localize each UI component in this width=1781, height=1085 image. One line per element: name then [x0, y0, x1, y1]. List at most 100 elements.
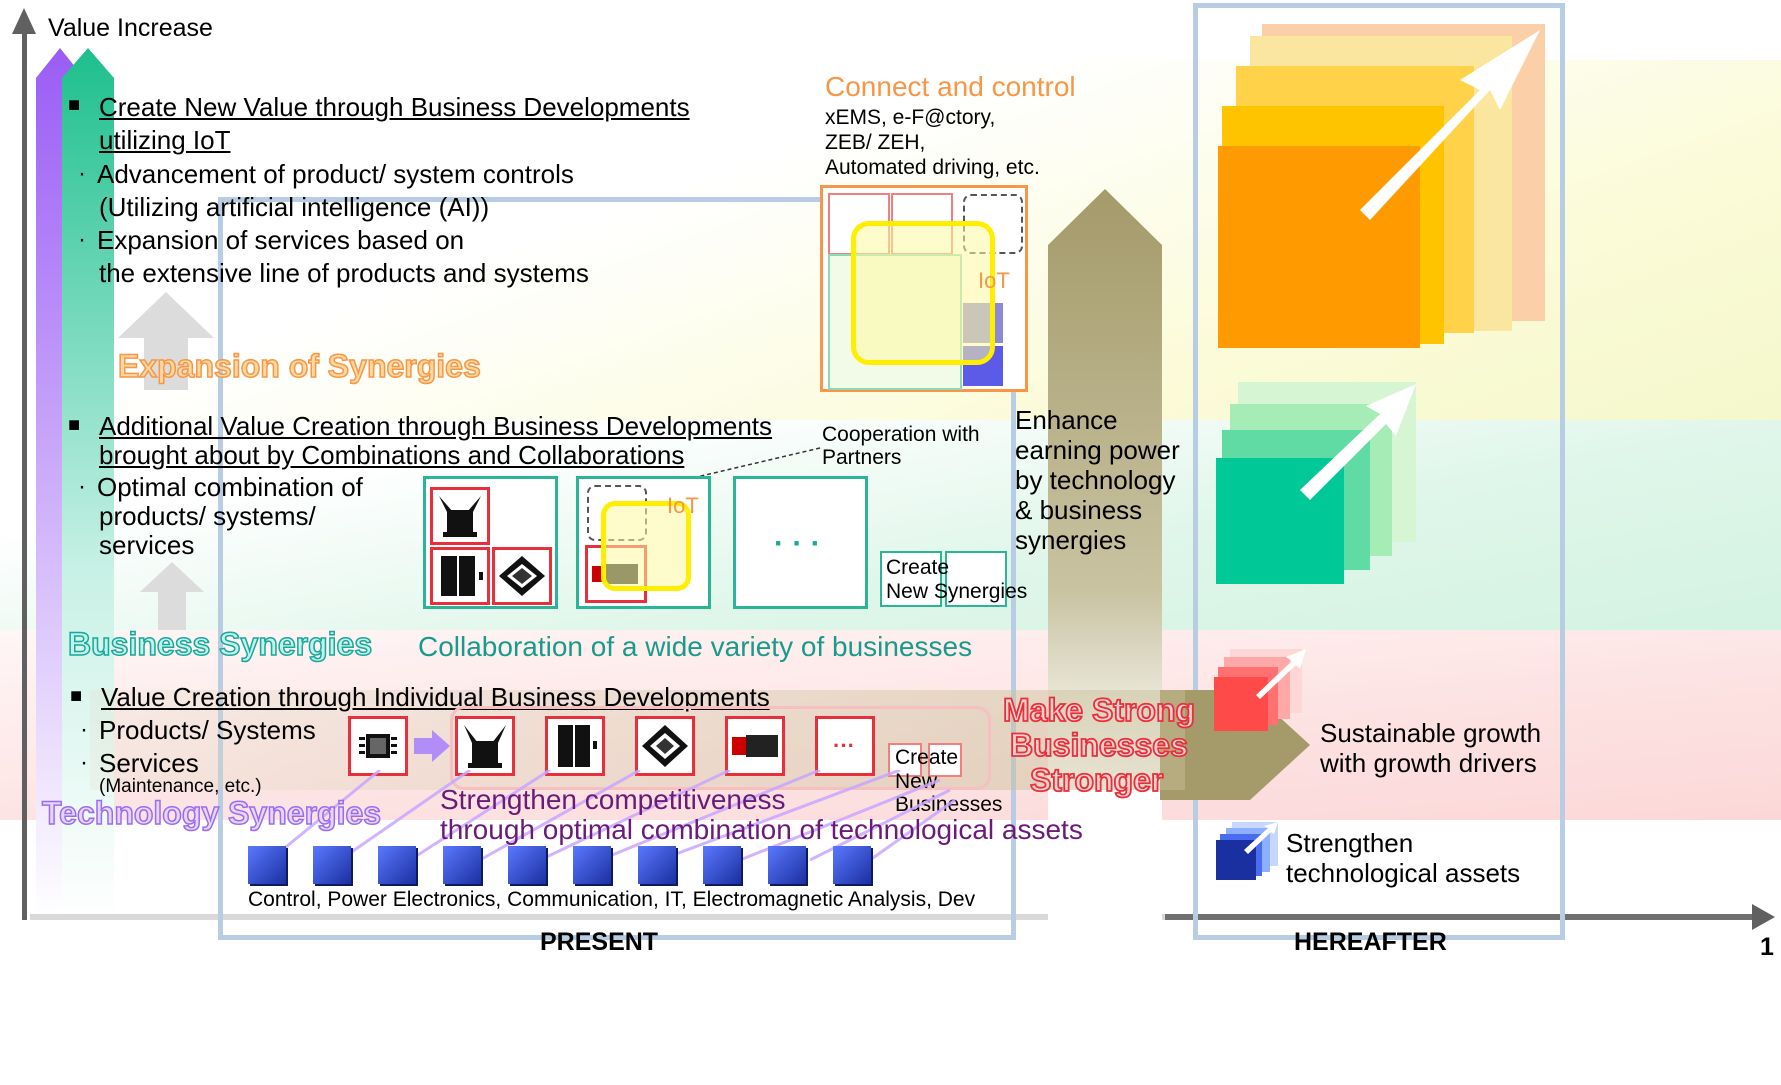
bullet-dot-icon: ·	[80, 716, 88, 743]
y-axis-label: Value Increase	[48, 14, 213, 42]
tech-asset-chip	[638, 846, 676, 884]
new-business-box	[928, 743, 962, 777]
top-heading-line1: Create New Value through Business Develo…	[99, 92, 690, 122]
create-businesses-line2: New	[895, 770, 938, 793]
semiconductor-icon	[348, 716, 408, 776]
transformer-icon	[455, 716, 515, 776]
background-band-green	[0, 420, 1781, 650]
enhance-line3: by technology	[1015, 465, 1176, 495]
create-synergies-line3: Synergies	[933, 580, 1028, 603]
new-synergies-box	[945, 551, 1007, 607]
create-synergies-line2-3: New Synergies	[886, 580, 1027, 604]
growth-stack-orange	[1218, 24, 1545, 348]
growth-line2: with growth drivers	[1320, 748, 1537, 778]
mid-bullet-line1: Optimal combination of	[97, 472, 363, 502]
collaboration-text: Collaboration of a wide variety of busin…	[418, 631, 973, 662]
tech-asset-chip	[833, 846, 871, 884]
hereafter-frame	[1193, 3, 1565, 940]
growth-line1: Sustainable growth	[1320, 718, 1542, 748]
mid-bullet-line2: products/ systems/	[99, 501, 316, 531]
present-label: PRESENT	[540, 928, 659, 956]
make-strong-line3: Stronger	[1029, 761, 1164, 799]
enhance-line2: earning power	[1015, 435, 1180, 465]
bullet-square-icon: ■	[68, 94, 81, 116]
value-arrows-vertical	[12, 8, 114, 920]
enhance-line5: synergies	[1015, 525, 1127, 555]
gray-up-arrow-large	[118, 292, 214, 390]
mid-heading-line2: brought about by Combinations and Collab…	[99, 440, 685, 470]
tech-asset-chip	[703, 846, 741, 884]
product-rail-outline	[450, 706, 991, 790]
bullet-dot-icon: ·	[78, 226, 86, 253]
connect-iot-label: IoT	[978, 268, 1010, 293]
bullet-dot-icon: ·	[78, 473, 86, 500]
top-bullet1-line2: (Utilizing artificial intelligence (AI))	[99, 192, 490, 222]
tech-asset-chip	[313, 846, 351, 884]
tech-asset-chip	[573, 846, 611, 884]
top-heading-line2: utilizing IoT	[99, 125, 231, 155]
bottom-bullet2: Services	[99, 748, 199, 778]
time-axis	[30, 904, 1775, 930]
connect-line3: Automated driving, etc.	[825, 156, 1040, 179]
connect-line1: xEMS, e-F@ctory,	[825, 106, 996, 129]
tech-asset-chip	[248, 846, 286, 884]
hereafter-label: HEREAFTER	[1294, 928, 1447, 956]
bullet-square-icon: ■	[68, 414, 81, 436]
mid-heading-line1: Additional Value Creation through Busine…	[99, 411, 773, 441]
new-synergies-box	[880, 551, 942, 607]
background-band-white	[0, 820, 1781, 1085]
bottom-ellipsis: ···	[833, 733, 855, 758]
mid-iot-label: IoT	[667, 493, 699, 518]
assets-line1: Strengthen	[1286, 828, 1414, 858]
create-businesses-line1: Create	[895, 746, 959, 769]
connect-diagram: IoT	[820, 185, 1028, 392]
tech-asset-stack-icon	[1216, 822, 1278, 880]
iot-highlight	[851, 221, 995, 365]
create-synergies-line2: New	[886, 580, 929, 603]
tech-asset-chip	[443, 846, 481, 884]
air-conditioner-icon	[492, 547, 552, 605]
future-combination-box: · · ·	[733, 476, 868, 609]
strengthen-line2: through optimal combination of technolog…	[440, 814, 1083, 845]
purple-arrow-icon	[414, 730, 450, 762]
connect-line2: ZEB/ ZEH,	[825, 131, 926, 154]
air-conditioner-icon	[635, 716, 695, 776]
elevator-icon	[430, 547, 490, 605]
tech-list: Control, Power Electronics, Communicatio…	[248, 888, 976, 911]
create-synergies-line1: Create	[886, 556, 950, 579]
top-bullet2-line2: the extensive line of products and syste…	[99, 258, 589, 288]
combination-box	[423, 476, 558, 609]
make-strong-line1: Make Strong	[1002, 691, 1196, 729]
growth-stack-green	[1216, 382, 1416, 584]
controller-icon	[725, 716, 785, 776]
iot-combination-box: IoT	[576, 476, 711, 609]
mid-bullet-line3: services	[99, 530, 195, 560]
page-number: 1	[1760, 933, 1774, 961]
mid-ellipsis: · · ·	[774, 527, 821, 560]
business-synergies-label: Business Synergies	[67, 625, 373, 663]
bullet-dot-icon: ·	[78, 160, 86, 187]
present-frame	[218, 197, 1016, 940]
bottom-bullet1: Products/ Systems	[99, 715, 316, 745]
elevator-icon	[545, 716, 605, 776]
expansion-of-synergies-label: Expansion of Synergies	[117, 347, 481, 385]
assets-line2: technological assets	[1286, 858, 1521, 888]
iot-highlight	[601, 501, 691, 591]
bottom-bullet2-sub: (Maintenance, etc.)	[99, 776, 262, 797]
top-bullet2-line1: Expansion of services based on	[97, 225, 465, 255]
tech-asset-chip	[378, 846, 416, 884]
more-products-box: ···	[815, 716, 875, 776]
cooperation-line2: Partners	[822, 446, 902, 469]
technology-synergies-label: Technology Synergies	[41, 794, 382, 832]
top-bullet1-line1: Advancement of product/ system controls	[97, 159, 574, 189]
tech-asset-chip	[508, 846, 546, 884]
gray-up-arrow-small	[140, 562, 204, 630]
tech-asset-chip	[768, 846, 806, 884]
growth-stack-red	[1214, 649, 1306, 731]
bullet-square-icon: ■	[70, 685, 83, 707]
connect-title: Connect and control	[825, 71, 1076, 102]
enhance-line1: Enhance	[1015, 405, 1118, 435]
make-strong-line2: Businesses	[1009, 726, 1189, 764]
transformer-icon	[430, 487, 490, 545]
enhance-line4: & business	[1015, 495, 1143, 525]
